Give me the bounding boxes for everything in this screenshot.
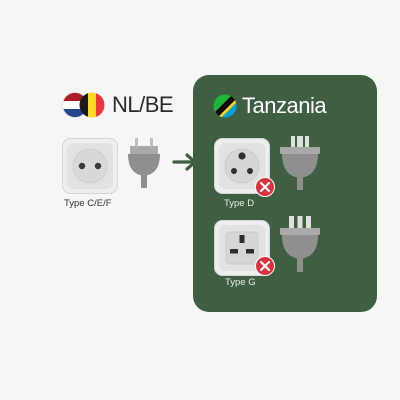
tanzania-flag-icon <box>213 94 237 118</box>
plug-type-d-icon <box>280 136 320 190</box>
source-region-label: NL/BE <box>112 92 174 117</box>
destination-country-label: Tanzania <box>242 93 327 118</box>
socket-type-d <box>214 138 270 194</box>
socket-type-d-label: Type D <box>224 198 255 209</box>
incompatible-x-icon <box>255 256 275 276</box>
belgium-flag-icon <box>79 92 105 118</box>
plug-type-cef-icon <box>128 138 160 188</box>
incompatible-x-icon <box>255 177 275 197</box>
source-flags <box>62 92 105 118</box>
socket-type-g-label: Type G <box>225 277 256 288</box>
socket-type-cef <box>62 138 118 194</box>
plug-type-g-icon <box>280 216 320 272</box>
socket-type-cef-label: Type C/E/F <box>64 198 112 209</box>
socket-type-g <box>214 220 270 276</box>
